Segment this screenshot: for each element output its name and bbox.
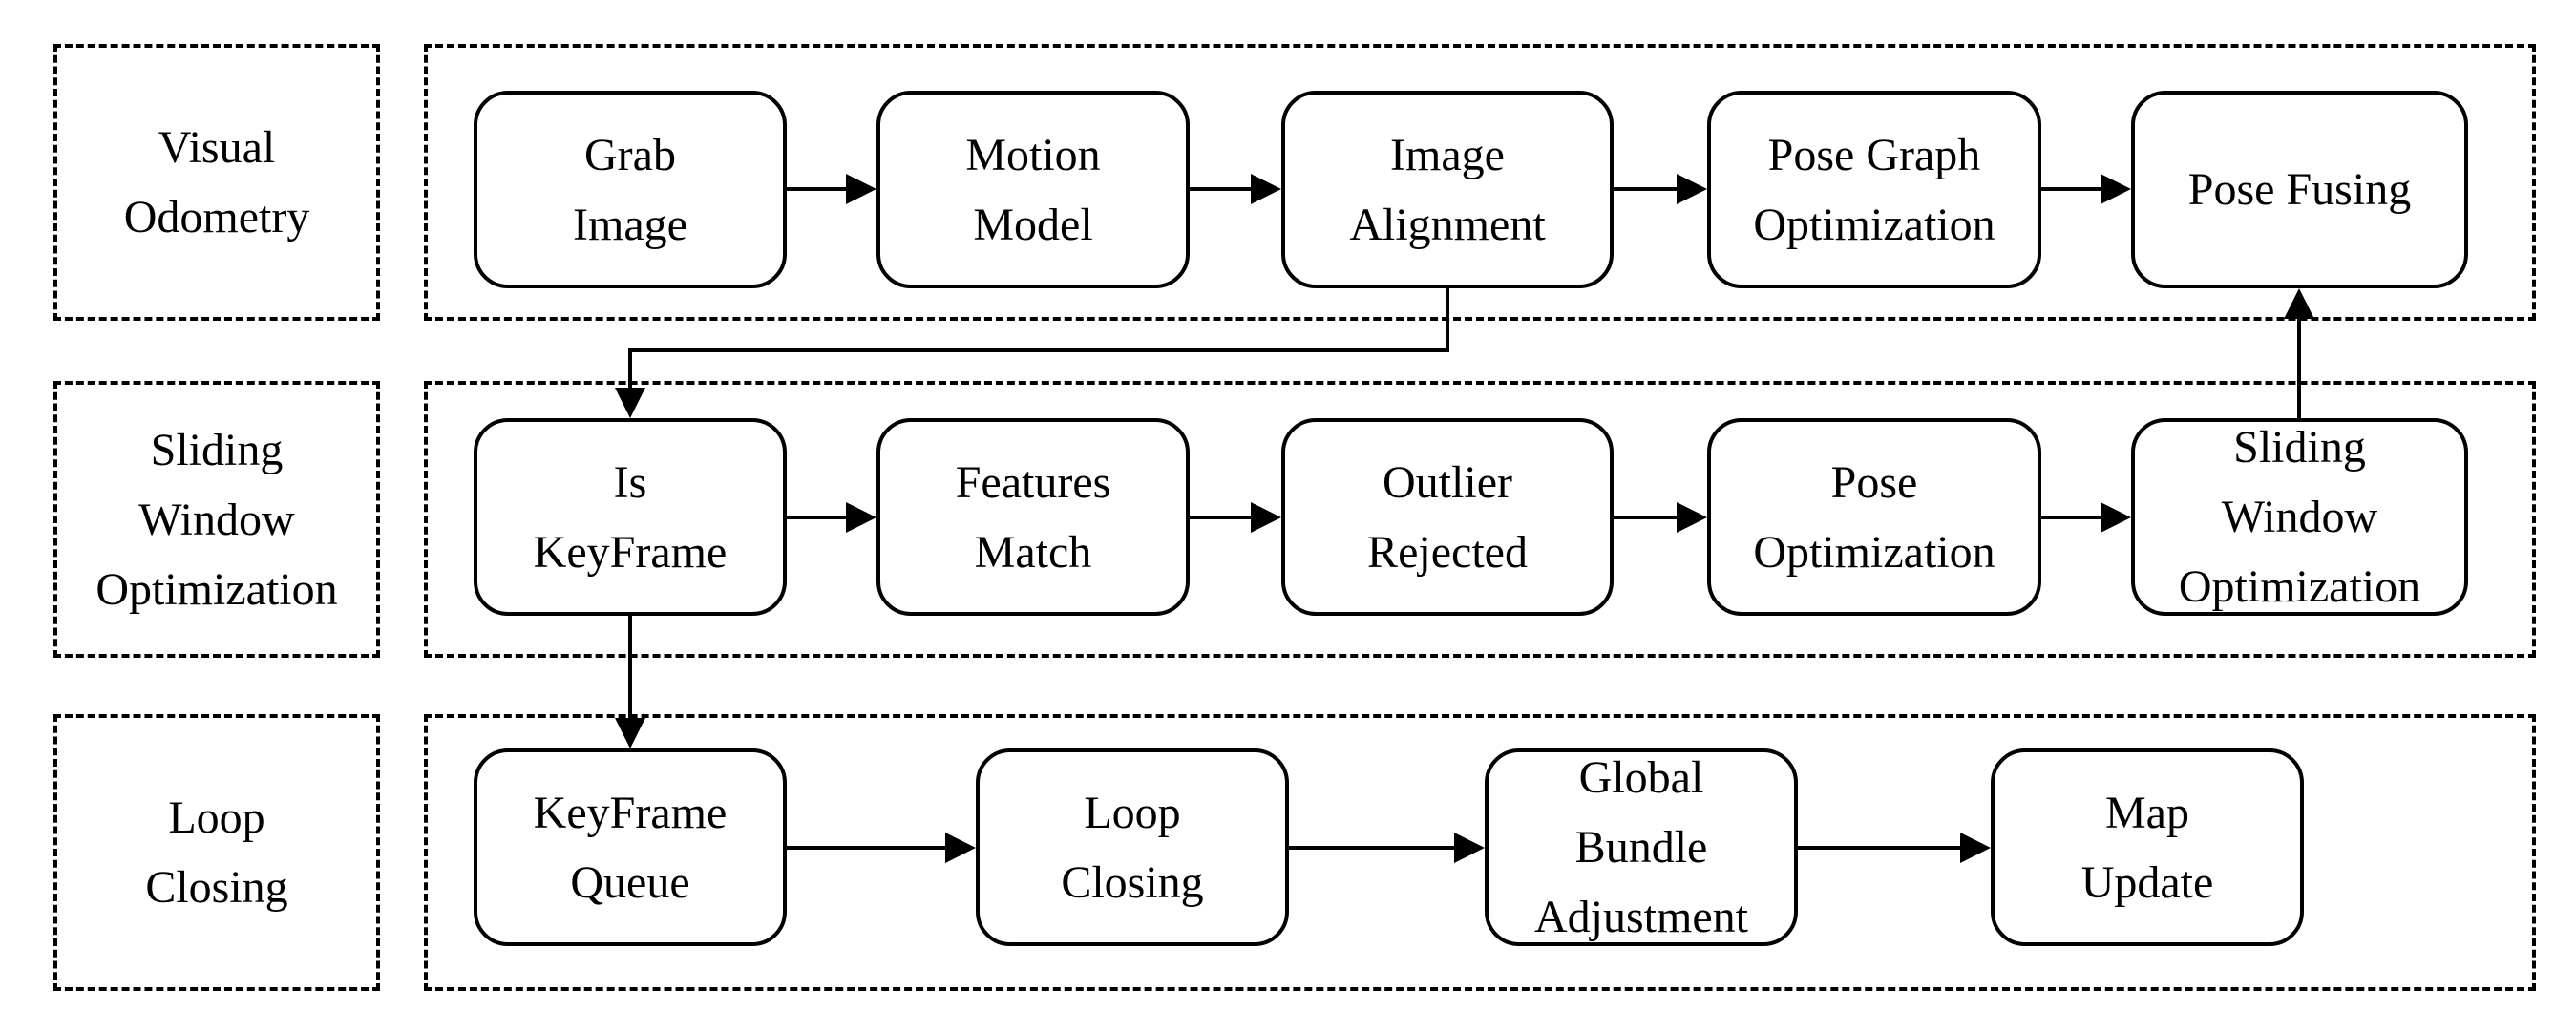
stage-label-visual-odometry: Visual Odometry (53, 44, 380, 321)
node-label: Image Alignment (1349, 129, 1546, 250)
node-label: Global Bundle Adjustment (1534, 752, 1748, 942)
node-global-bundle-adjustment: Global Bundle Adjustment (1485, 748, 1798, 946)
node-features-match: Features Match (876, 418, 1190, 616)
node-map-update: Map Update (1991, 748, 2304, 946)
node-grab-image: Grab Image (474, 91, 787, 288)
node-label: Pose Graph Optimization (1753, 129, 1995, 250)
stage-label-text: Sliding Window Optimization (95, 424, 338, 615)
node-image-alignment: Image Alignment (1281, 91, 1614, 288)
row-sliding-window (424, 381, 2536, 658)
node-pose-graph-optimization: Pose Graph Optimization (1707, 91, 2041, 288)
node-loop-closing: Loop Closing (976, 748, 1289, 946)
node-label: Pose Fusing (2187, 164, 2412, 215)
node-pose-optimization: Pose Optimization (1707, 418, 2041, 616)
node-label: KeyFrame Queue (533, 787, 728, 908)
node-label: Features Match (955, 456, 1111, 578)
node-label: Grab Image (573, 129, 687, 250)
node-label: Outlier Rejected (1367, 456, 1528, 578)
stage-label-sliding-window: Sliding Window Optimization (53, 381, 380, 658)
node-motion-model: Motion Model (876, 91, 1190, 288)
node-label: Motion Model (965, 129, 1101, 250)
node-pose-fusing: Pose Fusing (2131, 91, 2468, 288)
node-keyframe-queue: KeyFrame Queue (474, 748, 787, 946)
node-outlier-rejected: Outlier Rejected (1281, 418, 1614, 616)
node-label: Is KeyFrame (533, 456, 728, 578)
node-label: Map Update (2080, 787, 2214, 908)
stage-label-text: Visual Odometry (123, 122, 310, 242)
node-label: Loop Closing (1061, 787, 1204, 908)
node-sliding-window-optimization: Sliding Window Optimization (2131, 418, 2468, 616)
arrow-alignment-to-keyframe (615, 288, 1449, 418)
stage-label-loop-closing: Loop Closing (53, 714, 380, 991)
row-loop-closing (424, 714, 2536, 991)
node-label: Pose Optimization (1753, 456, 1995, 578)
node-label: Sliding Window Optimization (2178, 422, 2421, 612)
stage-label-text: Loop Closing (145, 792, 288, 913)
node-is-keyframe: Is KeyFrame (474, 418, 787, 616)
row-visual-odometry (424, 44, 2536, 321)
